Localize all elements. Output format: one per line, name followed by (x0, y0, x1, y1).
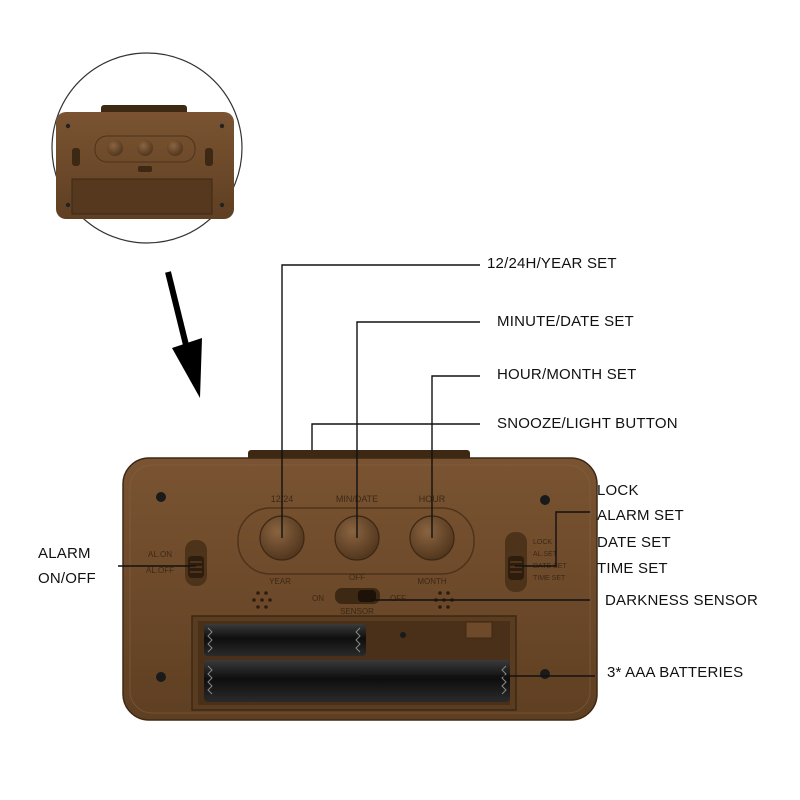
right-switch-label-4: TIME SET (533, 575, 566, 582)
callout-year-set: 12/24H/YEAR SET (487, 255, 617, 272)
battery-springs (207, 627, 507, 695)
preview-sensor (138, 166, 152, 172)
sensor-label: SENSOR (340, 607, 374, 616)
callout-alarm-onoff: ON/OFF (38, 570, 96, 587)
preview-screw (219, 202, 225, 208)
callout-snooze: SNOOZE/LIGHT BUTTON (497, 415, 678, 432)
battery-1 (204, 624, 366, 656)
sensor-off-right: OFF (390, 594, 406, 603)
right-switch-label-1: LOCK (533, 539, 552, 546)
right-switch-label-2: AL.SET (533, 551, 558, 558)
battery-2 (204, 660, 510, 702)
preview-switch (205, 148, 213, 166)
button-panel (237, 507, 475, 575)
sensor-off-top: OFF (349, 573, 365, 582)
preview-switch (72, 148, 80, 166)
callout-minute-set: MINUTE/DATE SET (497, 313, 634, 330)
left-switch-label-2: AL.OFF (146, 566, 174, 575)
callout-alarm-set: ALARM SET (597, 507, 684, 524)
screw-top-left (156, 492, 166, 502)
sensor-on: ON (312, 594, 324, 603)
callout-date-set: DATE SET (597, 534, 671, 551)
left-switch-label-1: AL.ON (148, 550, 172, 559)
preview-screw (219, 123, 225, 129)
preview-button-panel (94, 135, 196, 163)
callout-alarm: ALARM (38, 545, 91, 562)
month-label: MONTH (417, 577, 447, 586)
preview-button (137, 140, 153, 156)
screw-bottom-left (156, 672, 166, 682)
callout-lock: LOCK (597, 482, 639, 499)
year-label: YEAR (269, 577, 291, 586)
preview-screw (65, 202, 71, 208)
preview-button (167, 140, 183, 156)
zoom-preview (51, 52, 243, 244)
callout-darkness-sensor: DARKNESS SENSOR (605, 592, 759, 609)
screw-top-right (540, 495, 550, 505)
preview-button (107, 140, 123, 156)
callout-hour-set: HOUR/MONTH SET (497, 366, 637, 383)
arrow-icon (165, 271, 202, 398)
leader-lines (118, 264, 595, 677)
clock-body: 12/24 MIN/DATE HOUR AL.ON AL.OFF LOCK AL… (122, 450, 598, 721)
callout-batteries: 3* AAA BATTERIES (607, 664, 744, 681)
preview-battery-cover (71, 178, 213, 215)
speaker-grille-left (252, 591, 272, 609)
preview-screw (65, 123, 71, 129)
callout-time-set: TIME SET (597, 560, 668, 577)
screw-bottom-right (540, 669, 550, 679)
